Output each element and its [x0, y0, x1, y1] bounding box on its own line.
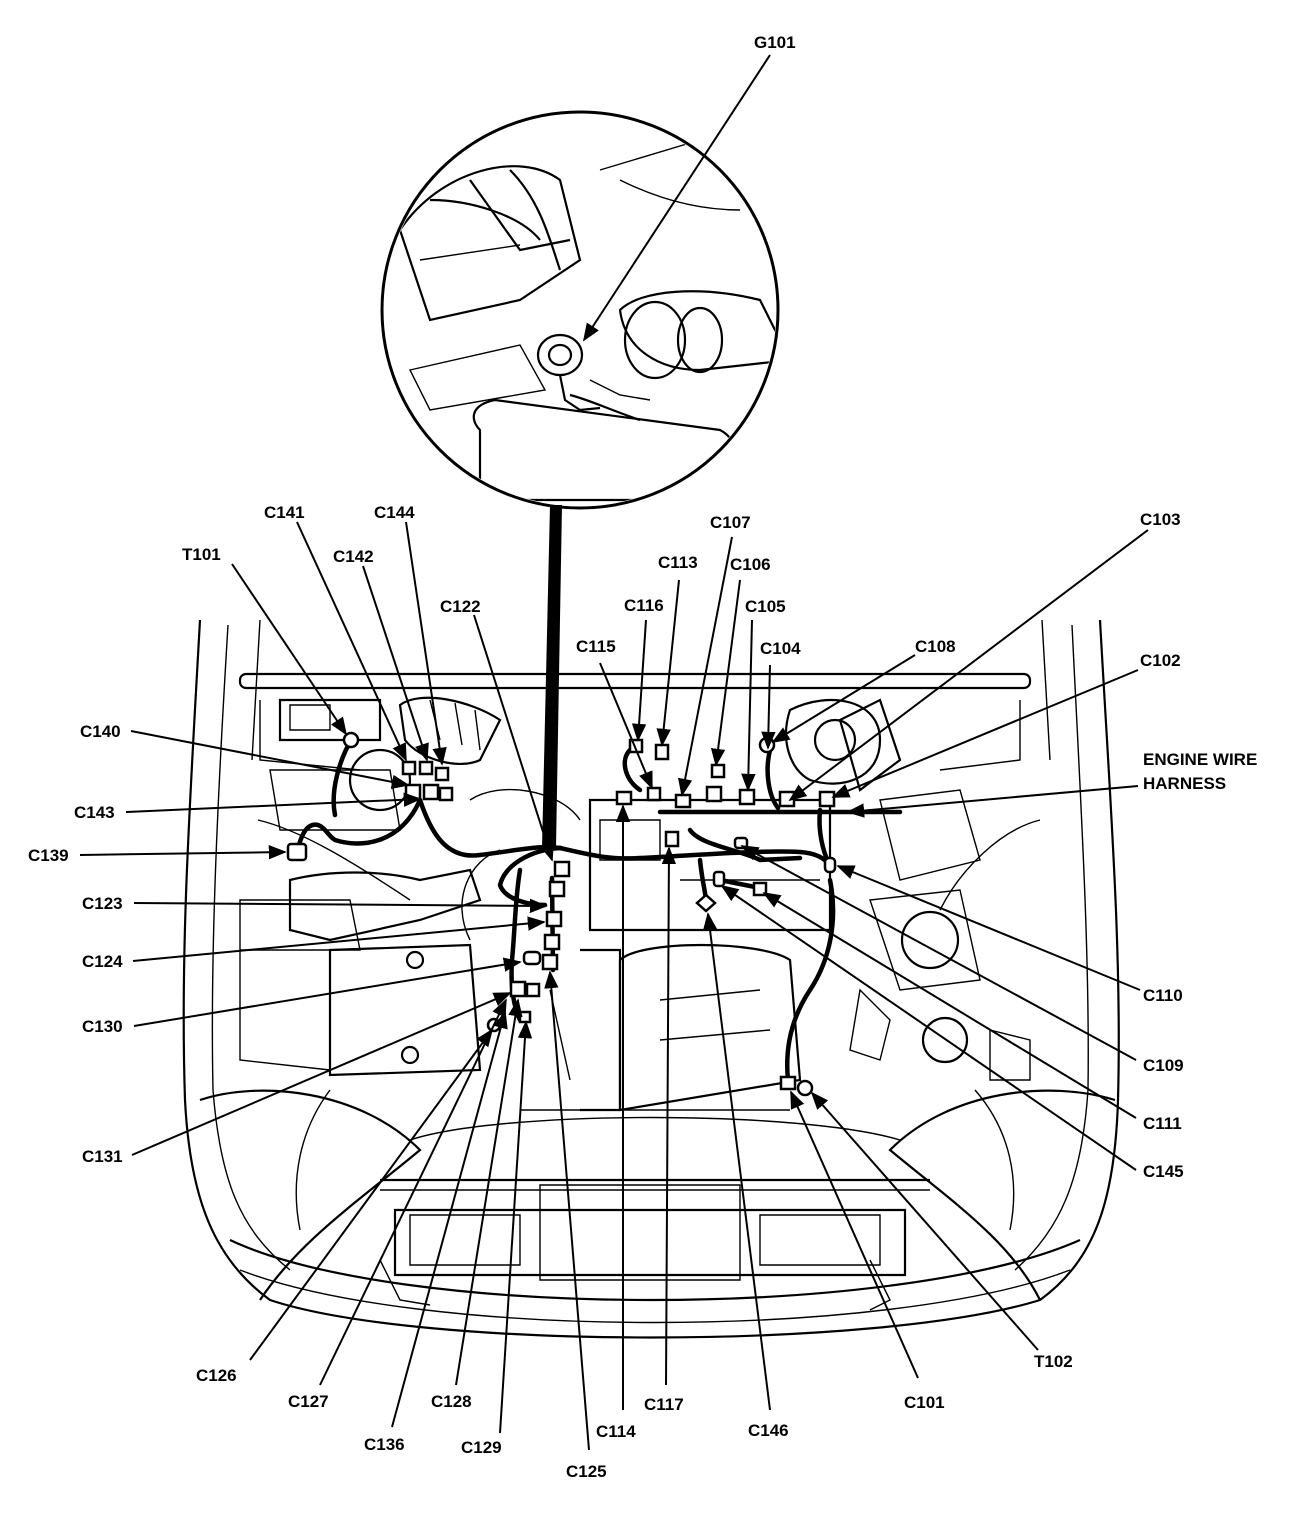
label-c146: C146 — [748, 1421, 789, 1440]
vehicle-outline — [182, 619, 1120, 1339]
label-c109: C109 — [1143, 1056, 1184, 1075]
label-harness-line1: ENGINE WIRE — [1143, 750, 1257, 769]
label-c103: C103 — [1140, 510, 1181, 529]
label-c129: C129 — [461, 1438, 502, 1457]
label-c124: C124 — [82, 952, 123, 971]
label-c125: C125 — [566, 1462, 607, 1481]
callout-labels: G101 T101 C141 C142 C144 C122 C140 C143 … — [28, 33, 1257, 1481]
label-c144: C144 — [374, 503, 415, 522]
label-c130: C130 — [82, 1017, 123, 1036]
label-harness-line2: HARNESS — [1143, 774, 1226, 793]
label-c145: C145 — [1143, 1162, 1184, 1181]
label-c104: C104 — [760, 639, 801, 658]
label-c101: C101 — [904, 1393, 945, 1412]
label-t101: T101 — [182, 545, 221, 564]
label-c107: C107 — [710, 513, 751, 532]
label-c123: C123 — [82, 894, 123, 913]
label-c127: C127 — [288, 1392, 329, 1411]
wire-harness — [294, 739, 903, 1083]
label-c110: C110 — [1143, 986, 1183, 1005]
label-c128: C128 — [431, 1392, 472, 1411]
label-c102: C102 — [1140, 651, 1181, 670]
label-c105: C105 — [745, 597, 786, 616]
label-c122: C122 — [440, 597, 481, 616]
label-c106: C106 — [730, 555, 771, 574]
label-c117: C117 — [644, 1395, 684, 1414]
label-c126: C126 — [196, 1366, 237, 1385]
label-g101: G101 — [754, 33, 796, 52]
label-c111: C111 — [1143, 1114, 1182, 1133]
label-c140: C140 — [80, 722, 121, 741]
label-c114: C114 — [596, 1422, 636, 1441]
engine-bay-components — [239, 696, 1031, 1112]
leader-lines — [79, 54, 1149, 1451]
label-c139: C139 — [28, 846, 69, 865]
label-c108: C108 — [915, 637, 956, 656]
label-c142: C142 — [333, 547, 374, 566]
label-c116: C116 — [624, 596, 664, 615]
detail-inset-circle — [380, 110, 780, 510]
label-c131: C131 — [82, 1147, 123, 1166]
label-c143: C143 — [74, 803, 115, 822]
label-t102: T102 — [1034, 1352, 1073, 1371]
label-c136: C136 — [364, 1435, 405, 1454]
label-c115: C115 — [576, 637, 616, 656]
label-c113: C113 — [658, 553, 698, 572]
label-c141: C141 — [264, 503, 305, 522]
inset-pointer — [542, 505, 562, 848]
